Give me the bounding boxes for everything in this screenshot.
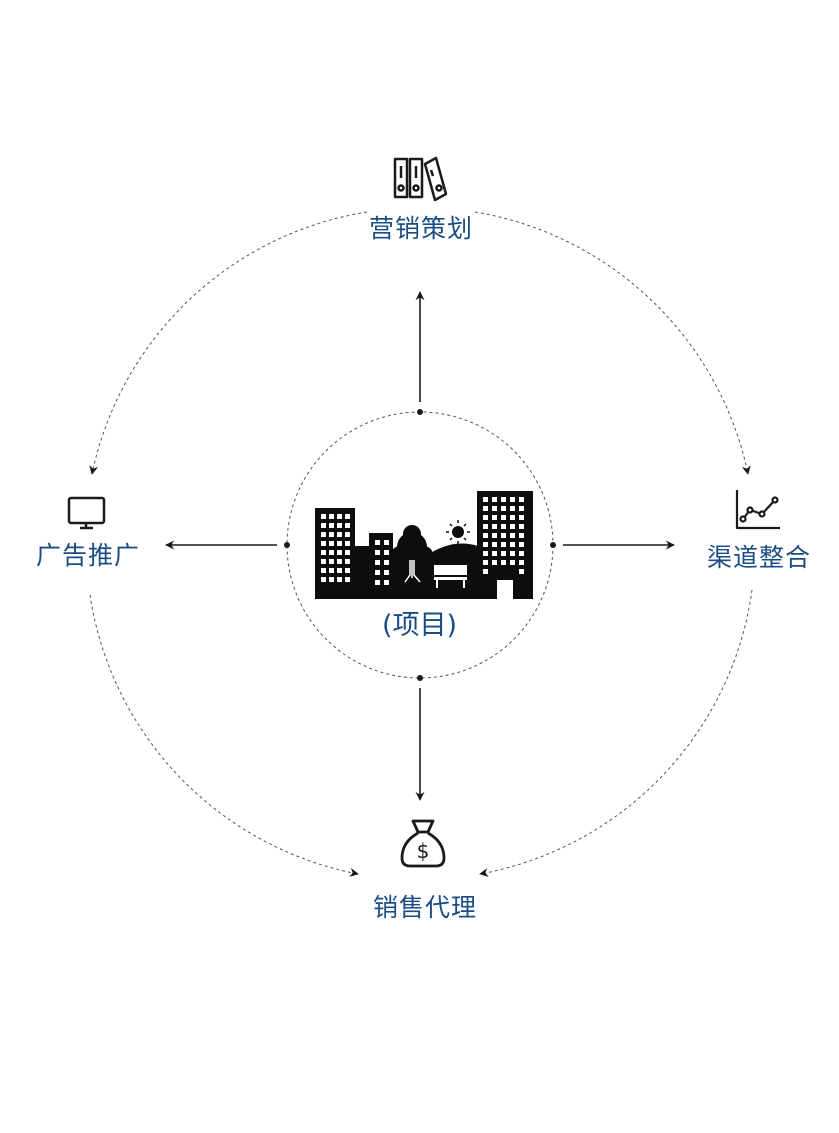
line-chart-icon xyxy=(735,490,780,530)
outer-arc-bottom-right xyxy=(479,589,753,877)
dot-bottom xyxy=(417,675,423,681)
node-label-bottom: 销售代理 xyxy=(373,893,478,922)
outer-arc-top-right xyxy=(474,211,751,475)
node-label-left: 广告推广 xyxy=(36,541,141,570)
money-bag-icon: $ xyxy=(400,819,446,868)
binders-icon xyxy=(393,156,448,202)
node-label-right: 渠道整合 xyxy=(707,543,812,572)
inner-ring-dots xyxy=(284,409,556,681)
dot-top xyxy=(417,409,423,415)
city-skyline-icon xyxy=(315,491,533,599)
center-label: (项目) xyxy=(382,610,458,641)
monitor-icon xyxy=(67,496,106,530)
node-label-top: 营销策划 xyxy=(369,214,474,243)
spoke-arrows xyxy=(165,291,675,801)
outer-ring xyxy=(89,211,753,877)
outer-arc-top-left xyxy=(89,211,368,475)
outer-arc-bottom-left xyxy=(89,594,359,877)
svg-text:$: $ xyxy=(417,839,430,863)
dot-right xyxy=(550,542,556,548)
dot-left xyxy=(284,542,290,548)
